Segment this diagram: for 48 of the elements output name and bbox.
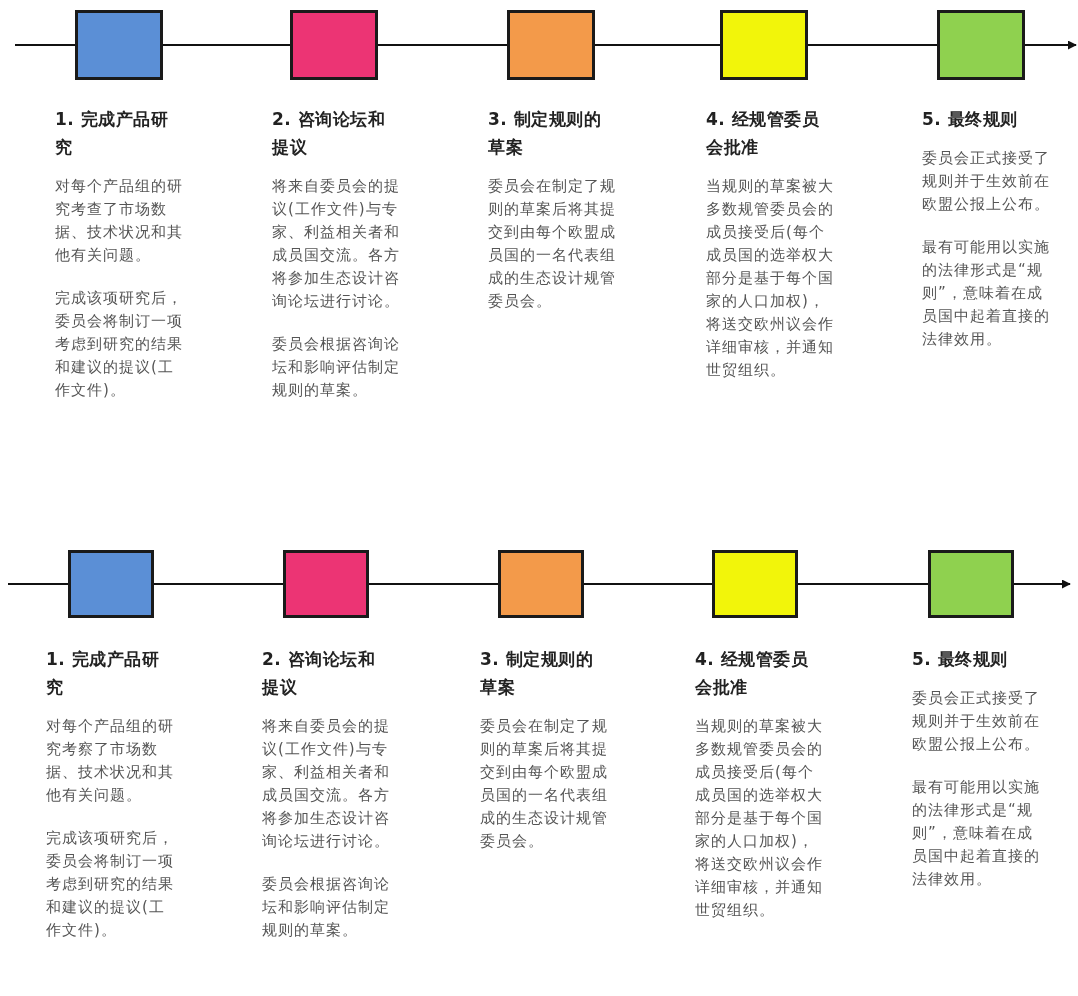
step-square [507, 10, 595, 80]
step-description: 将来自委员会的提议(工作文件)与专家、利益相关者和成员国交流。各方将参加生态设计咨询论坛进行讨论。 [262, 716, 391, 852]
step-description: 最有可能用以实施的法律形式是“规则”，意味着在成员国中起着直接的法律效用。 [912, 777, 1041, 890]
step-title: 1. 完成产品研究 [46, 648, 161, 699]
timeline-line [378, 43, 507, 47]
step-square [68, 550, 154, 618]
step-description: 当规则的草案被大多数规管委员会的成员接受后(每个成员国的选举权大部分是基于每个国家的人口加权)，将送交欧州议会作详细审核，并通知世贸组织。 [695, 716, 824, 921]
step-square [937, 10, 1025, 80]
step-square [720, 10, 808, 80]
step-title: 4. 经规管委员会批准 [695, 648, 810, 699]
step-description: 对每个产品组的研究考察了市场数据、技术状况和其他有关问题。 [46, 716, 175, 806]
step-title: 3. 制定规则的草案 [480, 648, 595, 699]
step-square [75, 10, 163, 80]
arrow [1025, 40, 1077, 50]
step-description: 完成该项研究后，委员会将制订一项考虑到研究的结果和建议的提议(工作文件)。 [46, 828, 175, 941]
step-title: 2. 咨询论坛和提议 [272, 108, 387, 159]
step-title: 5. 最终规则 [922, 108, 1019, 131]
step-description: 完成该项研究后，委员会将制订一项考虑到研究的结果和建议的提议(工作文件)。 [55, 288, 184, 401]
step-square [290, 10, 378, 80]
step-title: 5. 最终规则 [912, 648, 1009, 671]
step-description: 最有可能用以实施的法律形式是“规则”，意味着在成员国中起着直接的法律效用。 [922, 237, 1051, 350]
timeline-line [8, 582, 68, 586]
timeline-line [154, 582, 283, 586]
step-title: 1. 完成产品研究 [55, 108, 170, 159]
step-description: 委员会在制定了规则的草案后将其提交到由每个欧盟成员国的一名代表组成的生态设计规管委员会。 [488, 176, 617, 312]
step-description: 委员会正式接受了规则并于生效前在欧盟公报上公布。 [912, 688, 1041, 755]
step-square [928, 550, 1014, 618]
step-title: 4. 经规管委员会批准 [706, 108, 821, 159]
step-title: 2. 咨询论坛和提议 [262, 648, 377, 699]
timeline-line [798, 582, 928, 586]
step-description: 委员会根据咨询论坛和影响评估制定规则的草案。 [262, 874, 391, 941]
step-description: 将来自委员会的提议(工作文件)与专家、利益相关者和成员国交流。各方将参加生态设计咨询论坛进行讨论。 [272, 176, 401, 312]
timeline-line [369, 582, 498, 586]
step-description: 对每个产品组的研究考查了市场数据、技术状况和其他有关问题。 [55, 176, 184, 266]
step-description: 委员会在制定了规则的草案后将其提交到由每个欧盟成员国的一名代表组成的生态设计规管委员会。 [480, 716, 609, 852]
step-title: 3. 制定规则的草案 [488, 108, 603, 159]
timeline-line [163, 43, 290, 47]
timeline-line [595, 43, 720, 47]
step-description: 委员会正式接受了规则并于生效前在欧盟公报上公布。 [922, 148, 1051, 215]
timeline-line [15, 43, 75, 47]
step-square [498, 550, 584, 618]
timeline-line [808, 43, 937, 47]
step-square [283, 550, 369, 618]
arrow [1014, 579, 1071, 589]
step-description: 当规则的草案被大多数规管委员会的成员接受后(每个成员国的选举权大部分是基于每个国家的人口加权)，将送交欧州议会作详细审核，并通知世贸组织。 [706, 176, 835, 381]
timeline-line [584, 582, 712, 586]
step-square [712, 550, 798, 618]
step-description: 委员会根据咨询论坛和影响评估制定规则的草案。 [272, 334, 401, 401]
